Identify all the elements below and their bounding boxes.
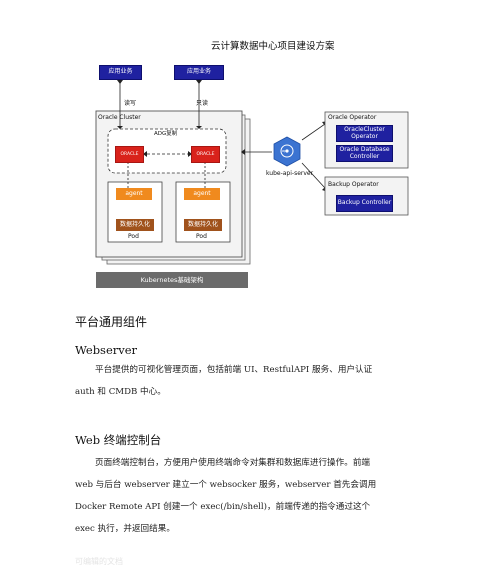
- paragraph-line: web 与后台 webserver 建立一个 websocker 服务，webs…: [75, 480, 377, 490]
- backup-controller-box: Backup Controller: [336, 195, 393, 212]
- oraclecluster-operator-box: OracleCluster Operator: [336, 125, 393, 142]
- read-write-label: 读写: [124, 100, 137, 107]
- adg-replication-label: ADG复制: [154, 131, 178, 137]
- terminal-paragraph: 页面终端控制台，方便用户使用终端命令对集群和数据库进行操作。前端 web 与后台…: [75, 452, 435, 540]
- persistence-box: 数据持久化: [116, 219, 154, 231]
- paragraph-line: 页面终端控制台，方便用户使用终端命令对集群和数据库进行操作。前端: [95, 458, 371, 468]
- paragraph-line: Docker Remote API 创建一个 exec(/bin/shell)，…: [75, 502, 371, 512]
- paragraph-line: exec 执行，并返回结果。: [75, 524, 175, 534]
- diagram-connectors: [95, 80, 409, 265]
- kube-api-icon: api: [282, 149, 288, 153]
- agent-box: agent: [184, 188, 220, 200]
- faint-footer-text: 可编辑的文档: [75, 557, 123, 566]
- oracle-database-controller-box: Oracle Database Controller: [336, 145, 393, 162]
- kube-api-server-label: kube-api-server: [266, 170, 314, 177]
- backup-operator-label: Backup Operator: [328, 181, 379, 188]
- section-heading-platform: 平台通用组件: [75, 315, 148, 329]
- app-business-box: 应用业务: [99, 65, 142, 80]
- agent-box: agent: [116, 188, 152, 200]
- oracle-operator-label: Oracle Operator: [328, 114, 377, 121]
- paragraph-line: 平台提供的可视化管理页面，包括前端 UI、RestfulAPI 服务、用户认证: [95, 365, 373, 375]
- pod-label: Pod: [196, 233, 207, 240]
- section-heading-terminal: Web 终端控制台: [75, 433, 162, 447]
- diagram-title: 云计算数据中心项目建设方案: [211, 41, 335, 52]
- app-business-box: 应用业务: [174, 65, 224, 80]
- section-heading-webserver: Webserver: [75, 343, 138, 357]
- read-only-label: 只读: [196, 100, 209, 107]
- kubernetes-base-bar: Kubernetes基础架构: [96, 272, 248, 288]
- paragraph-line: auth 和 CMDB 中心。: [75, 387, 166, 397]
- oracle-db-icon: ORACLE: [191, 146, 220, 163]
- persistence-box: 数据持久化: [184, 219, 222, 231]
- webserver-paragraph: 平台提供的可视化管理页面，包括前端 UI、RestfulAPI 服务、用户认证 …: [75, 359, 435, 403]
- pod-label: Pod: [128, 233, 139, 240]
- oracle-db-icon: ORACLE: [115, 146, 144, 163]
- architecture-diagram: 云计算数据中心项目建设方案 应用业务 应用业务: [95, 41, 409, 288]
- oracle-cluster-label: Oracle Cluster: [98, 114, 141, 121]
